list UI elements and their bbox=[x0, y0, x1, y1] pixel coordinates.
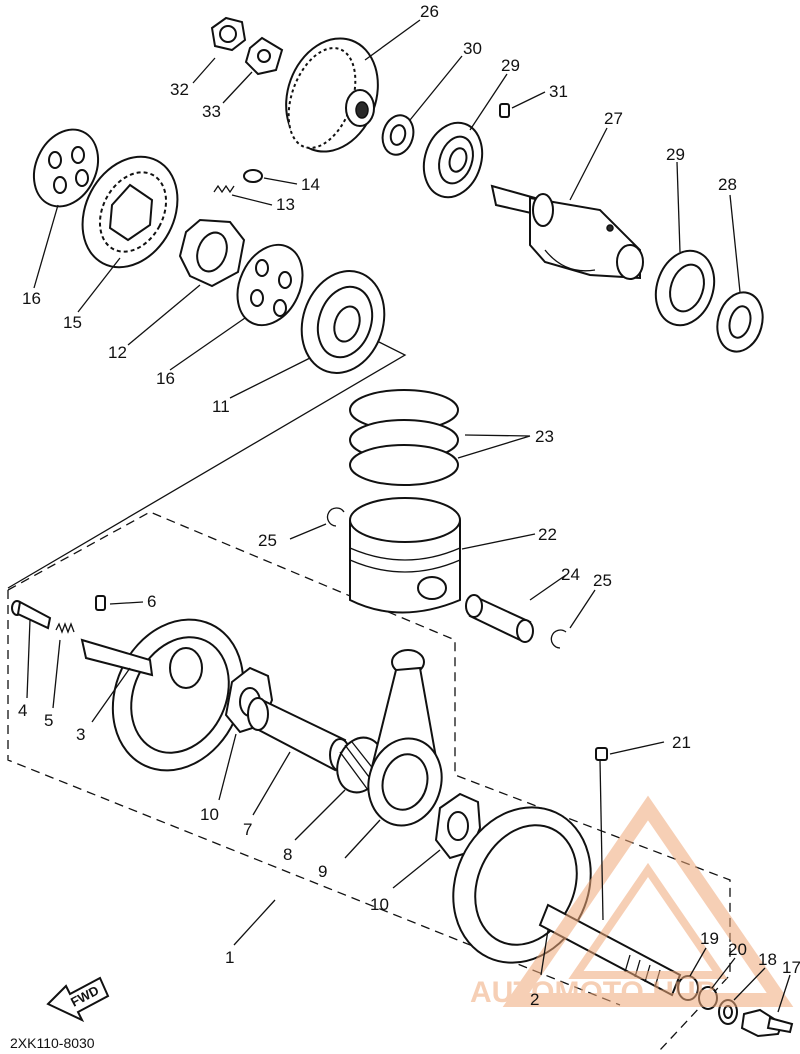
piston-rings-23 bbox=[349, 389, 459, 486]
callout-labels: 26 32 33 30 29 31 27 29 28 14 13 16 15 1… bbox=[18, 2, 800, 1009]
spring-5 bbox=[55, 622, 75, 634]
callout-13: 13 bbox=[276, 195, 295, 214]
callout-8: 8 bbox=[283, 845, 292, 864]
callout-15: 15 bbox=[63, 313, 82, 332]
callout-14: 14 bbox=[301, 175, 320, 194]
callout-6: 6 bbox=[147, 592, 156, 611]
fwd-arrow: FWD bbox=[46, 976, 110, 1023]
bearing-29-lower bbox=[654, 249, 716, 327]
gear-15 bbox=[81, 155, 179, 269]
callout-10-right: 10 bbox=[370, 895, 389, 914]
plate-16-lower bbox=[236, 243, 304, 327]
callout-10-left: 10 bbox=[200, 805, 219, 824]
washer-30 bbox=[381, 114, 415, 156]
oil-seal-28 bbox=[716, 291, 764, 353]
callout-25-lower: 25 bbox=[593, 571, 612, 590]
callout-22: 22 bbox=[538, 525, 557, 544]
automoto-hub-watermark: AUTOMOTO HUB bbox=[470, 795, 794, 1009]
callout-27: 27 bbox=[604, 109, 623, 128]
primary-drive-gear-26 bbox=[285, 37, 379, 153]
circlip-25-upper bbox=[326, 507, 345, 527]
callout-18: 18 bbox=[758, 950, 777, 969]
bearing-11 bbox=[300, 270, 386, 374]
bolt-4 bbox=[11, 600, 52, 630]
circlip-25-lower bbox=[550, 629, 567, 649]
crank-wheel-3 bbox=[80, 618, 245, 772]
callout-20: 20 bbox=[728, 940, 747, 959]
connecting-rod-9 bbox=[367, 649, 443, 827]
callout-30: 30 bbox=[463, 39, 482, 58]
callout-12: 12 bbox=[108, 343, 127, 362]
callout-2: 2 bbox=[530, 990, 539, 1009]
callout-9: 9 bbox=[318, 862, 327, 881]
crankpin-7 bbox=[247, 697, 351, 772]
nut-32 bbox=[210, 16, 247, 52]
lock-washer-33 bbox=[244, 36, 284, 76]
callout-1: 1 bbox=[225, 948, 234, 967]
callout-5: 5 bbox=[44, 711, 53, 730]
rotor-group-bracket-line bbox=[7, 339, 407, 589]
thrust-plate-10-right bbox=[434, 792, 482, 860]
callout-4: 4 bbox=[18, 701, 27, 720]
callout-19: 19 bbox=[700, 929, 719, 948]
callout-21: 21 bbox=[672, 733, 691, 752]
callout-17: 17 bbox=[782, 958, 800, 977]
callout-26: 26 bbox=[420, 2, 439, 21]
callout-7: 7 bbox=[243, 820, 252, 839]
callout-16-lower: 16 bbox=[156, 369, 175, 388]
balancer-shaft-27 bbox=[490, 184, 644, 280]
hub-12 bbox=[178, 218, 246, 288]
watermark-text: AUTOMOTO HUB bbox=[470, 976, 717, 1009]
crank-assembly-dashed-outline bbox=[7, 511, 731, 1051]
callout-28: 28 bbox=[718, 175, 737, 194]
pin-6 bbox=[95, 595, 106, 611]
piston-pin-24 bbox=[465, 594, 534, 643]
part-code: 2XK110-8030 bbox=[10, 1035, 95, 1051]
callout-23: 23 bbox=[535, 427, 554, 446]
leader-lines bbox=[26, 19, 791, 1013]
bolt-17 bbox=[740, 1008, 794, 1038]
callout-16-upper: 16 bbox=[22, 289, 41, 308]
callout-29-lower: 29 bbox=[666, 145, 685, 164]
callout-24: 24 bbox=[561, 565, 580, 584]
callout-29-upper: 29 bbox=[501, 56, 520, 75]
key-31 bbox=[499, 103, 510, 118]
plate-16-upper bbox=[32, 128, 100, 208]
callout-33: 33 bbox=[202, 102, 221, 121]
bearing-29-upper bbox=[422, 121, 484, 199]
callout-32: 32 bbox=[170, 80, 189, 99]
callout-3: 3 bbox=[76, 725, 85, 744]
pin-14 bbox=[243, 169, 263, 183]
spring-13 bbox=[213, 184, 235, 194]
piston-22 bbox=[349, 497, 461, 614]
key-21 bbox=[595, 747, 608, 761]
callout-25-upper: 25 bbox=[258, 531, 277, 550]
callout-31: 31 bbox=[549, 82, 568, 101]
callout-11: 11 bbox=[212, 397, 230, 416]
